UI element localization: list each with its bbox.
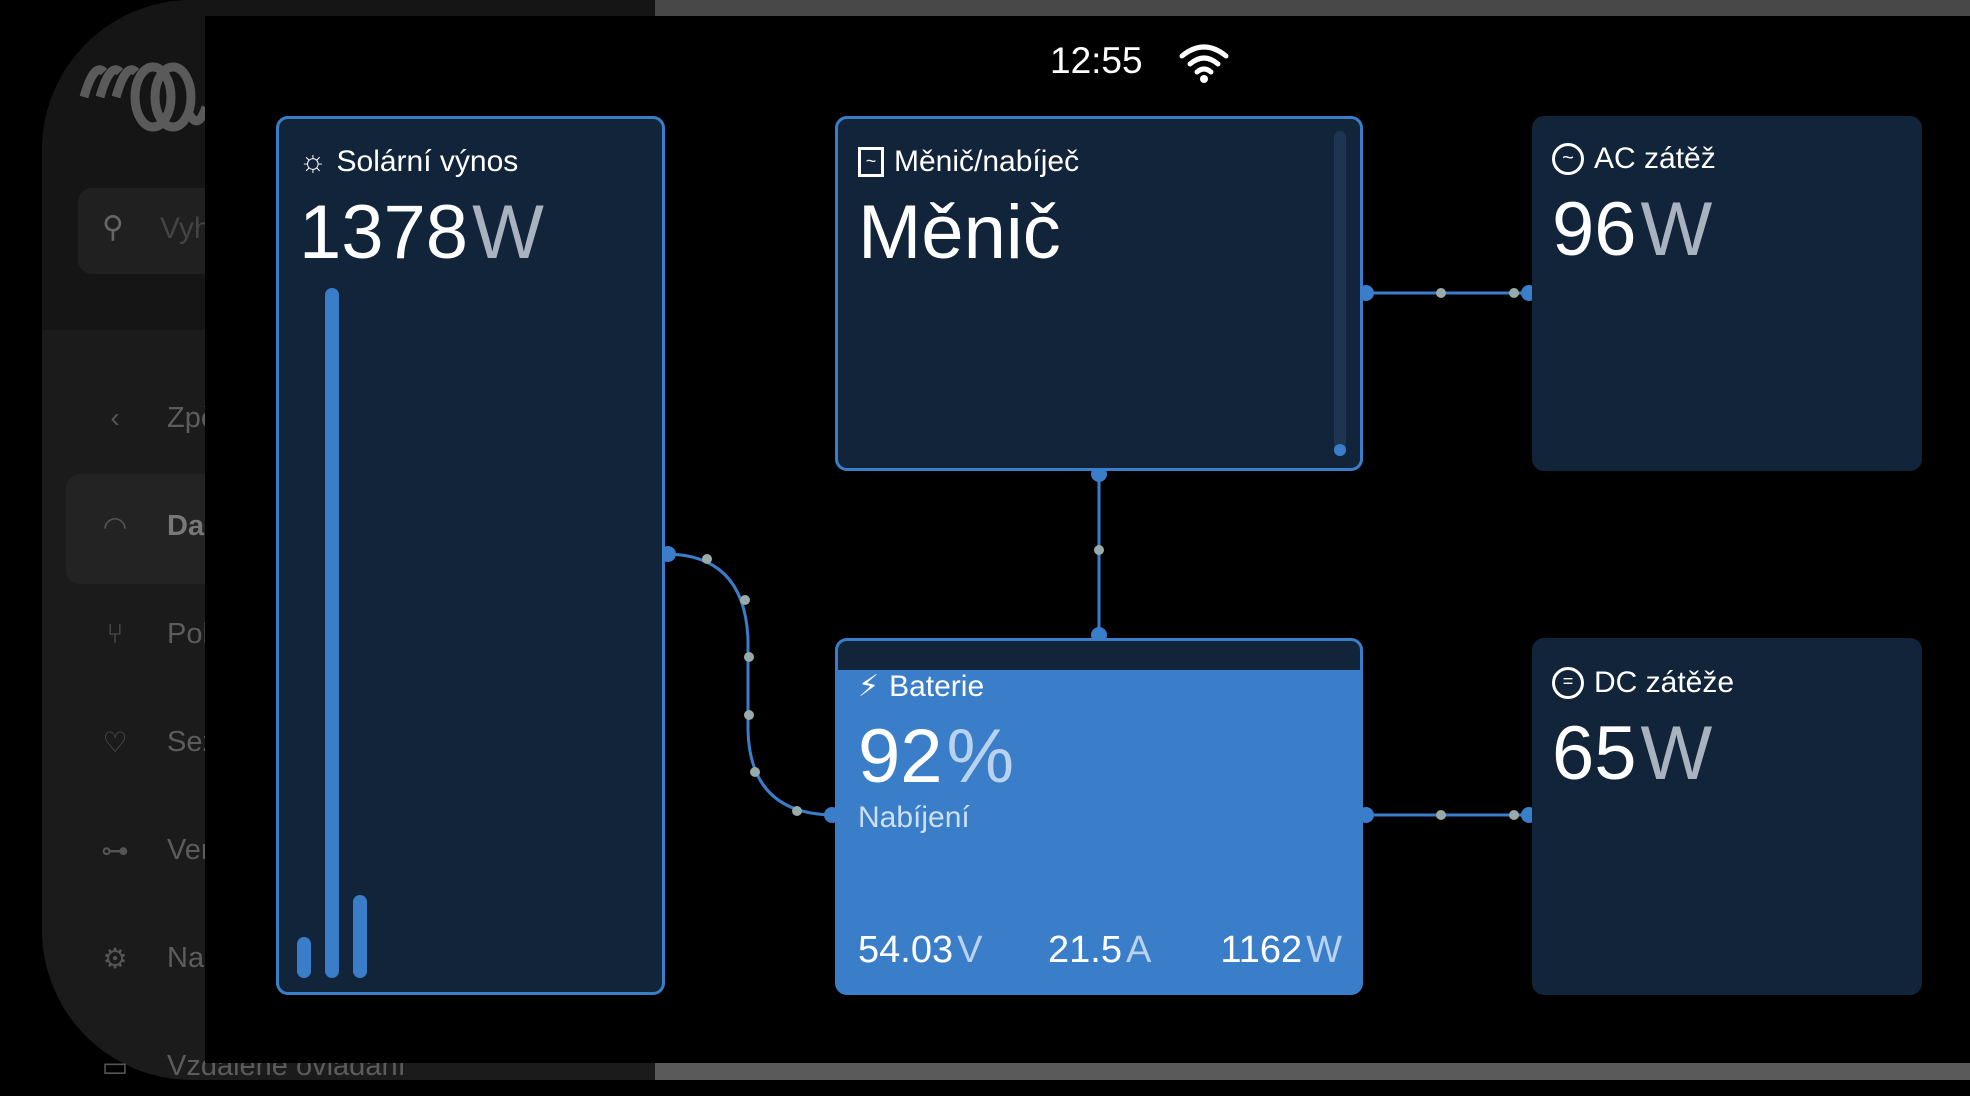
dc-icon: =	[1552, 667, 1584, 699]
battery-soc-unit: %	[946, 714, 1015, 799]
background-strip-top	[655, 0, 1970, 16]
card-title: Baterie	[889, 669, 985, 703]
gauge-icon: ◠	[104, 510, 126, 542]
inverter-icon: ~	[858, 147, 884, 177]
wifi-icon	[1179, 44, 1229, 83]
solar-charger-bar	[353, 895, 367, 978]
solar-charger-bar	[325, 288, 339, 978]
solar-battery-line	[664, 552, 836, 817]
battery-charging-icon: ⚡	[858, 670, 880, 703]
clock: 12:55	[1050, 40, 1143, 81]
ac-load-unit: W	[1640, 187, 1713, 272]
remote-console-icon: ▭	[101, 1050, 129, 1082]
network-icon: ⊶	[101, 834, 129, 866]
solar-charger-bar	[297, 936, 311, 978]
search-placeholder: Vyh	[160, 212, 211, 245]
solar-yield-card[interactable]: ☼ Solární výnos 1378W	[276, 116, 665, 995]
dc-load-value: 65	[1552, 711, 1637, 796]
chevron-left-icon: ‹	[110, 402, 120, 433]
solar-power-unit: W	[472, 190, 544, 275]
ac-loads-card[interactable]: ~ AC zátěž 96W	[1532, 116, 1922, 471]
gear-icon: ⚙	[102, 942, 128, 974]
dc-load-unit: W	[1640, 711, 1713, 796]
battery-voltage: 54.03	[858, 929, 954, 971]
battery-power: 1162	[1220, 929, 1303, 971]
power-unit: W	[1306, 929, 1342, 971]
card-title: AC zátěž	[1594, 142, 1716, 175]
battery-soc-value: 92	[858, 714, 943, 799]
nodes-icon: ⑂	[106, 618, 124, 649]
search-icon: ⚲	[102, 211, 124, 244]
ac-icon: ~	[1552, 143, 1584, 175]
card-title: Solární výnos	[336, 145, 519, 178]
card-title: DC zátěže	[1594, 666, 1735, 699]
current-unit: A	[1125, 929, 1152, 971]
map-pin-icon: ♡	[102, 726, 128, 758]
dc-loads-card[interactable]: = DC zátěže 65W	[1532, 638, 1922, 995]
card-title: Měnič/nabíječ	[894, 145, 1080, 178]
ac-load-value: 96	[1552, 187, 1637, 272]
battery-soc-empty	[838, 641, 1360, 670]
solar-power-value: 1378	[299, 190, 469, 275]
flow-dots	[702, 288, 1519, 820]
voltage-unit: V	[957, 929, 983, 971]
inverter-scrollbar[interactable]	[1334, 131, 1346, 456]
battery-current: 21.5	[1048, 929, 1122, 971]
victron-logo	[79, 62, 208, 132]
inverter-state: Měnič	[858, 190, 1061, 275]
sun-icon: ☼	[299, 145, 327, 178]
inverter-charger-card[interactable]: ~ Měnič/nabíječ Měnič	[835, 116, 1363, 471]
background-strip-bottom	[655, 1063, 1970, 1080]
battery-state: Nabíjení	[858, 801, 970, 834]
